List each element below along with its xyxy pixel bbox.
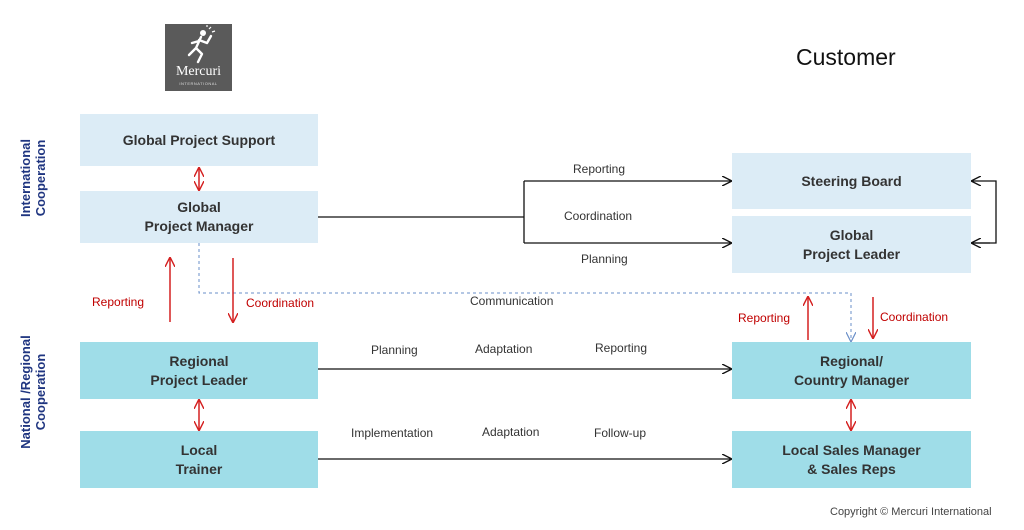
logo-subtitle: INTERNATIONAL	[179, 81, 218, 86]
dashed-communication-line	[198, 243, 851, 341]
label-right-reporting: Reporting	[738, 311, 791, 325]
label-top-coordination: Coordination	[564, 209, 633, 223]
logo-name: Mercuri	[175, 64, 222, 79]
box-regional-country-manager[interactable]: Regional/ Country Manager	[732, 342, 971, 399]
box-global-project-support[interactable]: Global Project Support	[80, 114, 318, 166]
label-mid-reporting: Reporting	[595, 341, 648, 355]
label-communication: Communication	[470, 294, 554, 308]
box-local-trainer[interactable]: Local Trainer	[80, 431, 318, 488]
label-low-adaptation: Adaptation	[482, 425, 540, 439]
label-right-coordination: Coordination	[880, 310, 949, 324]
label-left-reporting: Reporting	[92, 295, 145, 309]
label-top-reporting: Reporting	[573, 162, 626, 176]
side-label-international: International Cooperation	[18, 139, 48, 218]
mercuri-logo: Mercuri INTERNATIONAL	[165, 24, 232, 91]
box-global-project-manager[interactable]: Global Project Manager	[80, 191, 318, 243]
label-mid-planning: Planning	[371, 343, 418, 357]
side-label-national: National /Regional Cooperation	[18, 335, 48, 449]
running-figure-icon	[187, 25, 216, 64]
label-low-implementation: Implementation	[351, 426, 434, 440]
box-regional-project-leader[interactable]: Regional Project Leader	[80, 342, 318, 399]
label-mid-adaptation: Adaptation	[475, 342, 533, 356]
box-local-sales-manager[interactable]: Local Sales Manager & Sales Reps	[732, 431, 971, 488]
label-left-coordination: Coordination	[246, 296, 315, 310]
box-steering-board[interactable]: Steering Board	[732, 153, 971, 209]
label-top-planning: Planning	[581, 252, 628, 266]
customer-title: Customer	[796, 44, 896, 70]
label-low-followup: Follow-up	[594, 426, 647, 440]
connector-right-loop	[972, 181, 997, 244]
box-customer-global-project-leader[interactable]: Global Project Leader	[732, 216, 971, 273]
copyright-text: Copyright © Mercuri International	[830, 506, 992, 518]
